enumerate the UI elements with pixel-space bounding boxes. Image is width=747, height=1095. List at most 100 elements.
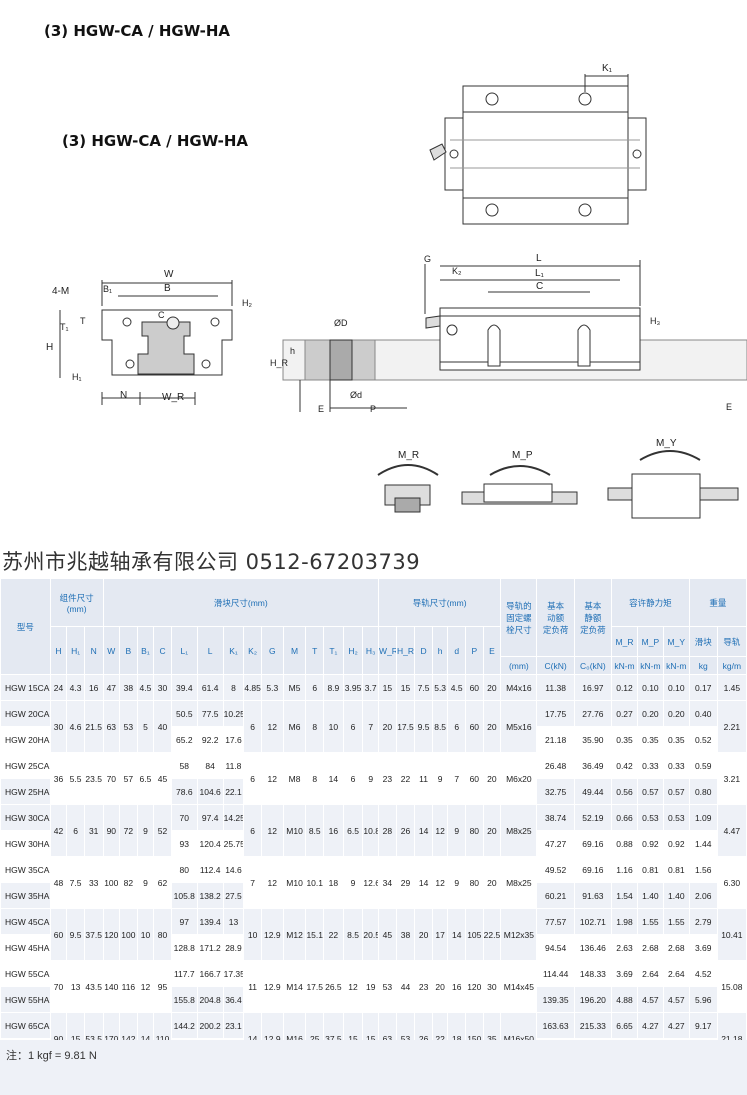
table-cell: 49.44 bbox=[573, 778, 613, 805]
table-cell: HGW 55CA bbox=[0, 960, 51, 987]
label-wr: W_R bbox=[162, 392, 184, 403]
table-cell: 60 bbox=[465, 700, 484, 753]
table-cell: 0.20 bbox=[662, 700, 690, 727]
table-cell: 2.79 bbox=[688, 908, 718, 935]
table-cell: 12 bbox=[260, 856, 284, 909]
table-cell: 9 bbox=[136, 804, 155, 857]
table-cell: 10.25 bbox=[222, 700, 245, 727]
spec-table: 型号 组件尺寸 (mm) 滑块尺寸(mm) 导轨尺寸(mm) 导轨的 固定螺 栓… bbox=[0, 578, 747, 1065]
unit-4: kg/m bbox=[716, 656, 747, 675]
table-cell: HGW 30CA bbox=[0, 804, 51, 831]
table-cell: 1.98 bbox=[611, 908, 638, 935]
header-dynamic-load: 基本 动额 定负荷 bbox=[536, 578, 575, 657]
table-cell: 20 bbox=[482, 856, 502, 909]
table-cell: 35.90 bbox=[573, 726, 613, 753]
table-cell: 7 bbox=[362, 700, 380, 753]
table-cell: 0.92 bbox=[636, 830, 664, 857]
subheader-4: B bbox=[119, 626, 138, 675]
table-cell: M4x16 bbox=[500, 674, 538, 701]
table-cell: 1.16 bbox=[611, 856, 638, 883]
table-cell: 15 bbox=[378, 674, 397, 701]
table-cell: 52 bbox=[153, 804, 172, 857]
side-view-drawing bbox=[282, 260, 747, 412]
subheader-16: H₃ bbox=[362, 626, 380, 675]
table-cell: 10 bbox=[243, 908, 262, 961]
section-title-top: (3) HGW-CA / HGW-HA bbox=[44, 22, 230, 40]
label-t1: T₁ bbox=[60, 322, 69, 332]
subheader-20: h bbox=[431, 626, 449, 675]
subheader-6: C bbox=[153, 626, 172, 675]
subheader-21: d bbox=[447, 626, 466, 675]
label-h: H bbox=[46, 342, 53, 353]
table-cell: 12 bbox=[260, 752, 284, 805]
table-cell: 120 bbox=[465, 960, 484, 1013]
table-cell: 80 bbox=[465, 856, 484, 909]
table-cell: 38 bbox=[119, 674, 138, 701]
subheader-18: H_R bbox=[395, 626, 416, 675]
moment-mp-drawing bbox=[461, 465, 578, 505]
subheader-11: G bbox=[260, 626, 284, 675]
table-cell: 90 bbox=[102, 804, 121, 857]
table-cell: 0.27 bbox=[611, 700, 638, 727]
table-cell: 28 bbox=[378, 804, 397, 857]
table-cell: HGW 45CA bbox=[0, 908, 51, 935]
table-cell: 31 bbox=[83, 804, 104, 857]
table-cell: 2.64 bbox=[662, 960, 690, 987]
table-cell: 49.52 bbox=[536, 856, 575, 883]
front-view-drawing bbox=[59, 280, 233, 405]
moment-mr-drawing bbox=[377, 464, 439, 513]
table-cell: 102.71 bbox=[573, 908, 613, 935]
table-cell: 140 bbox=[102, 960, 121, 1013]
table-cell: M12 bbox=[282, 908, 307, 961]
table-cell: 6 bbox=[305, 674, 325, 701]
table-cell: 3.69 bbox=[611, 960, 638, 987]
label-od: ØD bbox=[334, 318, 348, 328]
subheader-26: C₀(kN) bbox=[573, 656, 613, 675]
subheader-31: 导轨 bbox=[716, 626, 747, 657]
table-cell: 40 bbox=[153, 700, 172, 753]
table-cell: M5 bbox=[282, 674, 307, 701]
table-cell: 117.7 bbox=[170, 960, 198, 987]
unit-2: kN-m bbox=[662, 656, 690, 675]
table-cell: 14 bbox=[447, 908, 466, 961]
table-cell: 16 bbox=[447, 960, 466, 1013]
table-cell: 5 bbox=[136, 700, 155, 753]
table-cell: 53 bbox=[119, 700, 138, 753]
label-n: N bbox=[120, 390, 127, 401]
table-cell: 0.80 bbox=[688, 778, 718, 805]
header-assembly: 组件尺寸 (mm) bbox=[49, 578, 104, 627]
table-cell: 32.75 bbox=[536, 778, 575, 805]
table-cell: 50.5 bbox=[170, 700, 198, 727]
table-cell: 0.56 bbox=[611, 778, 638, 805]
table-cell: 38.74 bbox=[536, 804, 575, 831]
table-cell: 1.56 bbox=[688, 856, 718, 883]
table-cell: 6.30 bbox=[716, 856, 747, 909]
table-cell: 77.5 bbox=[196, 700, 224, 727]
subheader-12: M bbox=[282, 626, 307, 675]
subheader-24: (mm) bbox=[500, 656, 538, 675]
table-cell: 30 bbox=[482, 960, 502, 1013]
table-cell: 0.81 bbox=[662, 856, 690, 883]
table-cell: 20 bbox=[378, 700, 397, 753]
table-cell: 60.21 bbox=[536, 882, 575, 909]
table-cell: 0.88 bbox=[611, 830, 638, 857]
table-cell: 0.53 bbox=[636, 804, 664, 831]
table-cell: 28.9 bbox=[222, 934, 245, 961]
table-cell: 4.5 bbox=[447, 674, 466, 701]
table-cell: 78.6 bbox=[170, 778, 198, 805]
table-cell: 5.96 bbox=[688, 986, 718, 1013]
table-cell: 144.2 bbox=[170, 1012, 198, 1039]
table-cell: M6x20 bbox=[500, 752, 538, 805]
table-cell: 17.35 bbox=[222, 960, 245, 987]
table-cell: 4.85 bbox=[243, 674, 262, 701]
table-cell: 25.75 bbox=[222, 830, 245, 857]
table-cell: 163.63 bbox=[536, 1012, 575, 1039]
table-cell: 8 bbox=[305, 752, 325, 805]
subheader-28: M_P bbox=[636, 626, 664, 657]
table-cell: 0.52 bbox=[688, 726, 718, 753]
table-cell: 105 bbox=[465, 908, 484, 961]
